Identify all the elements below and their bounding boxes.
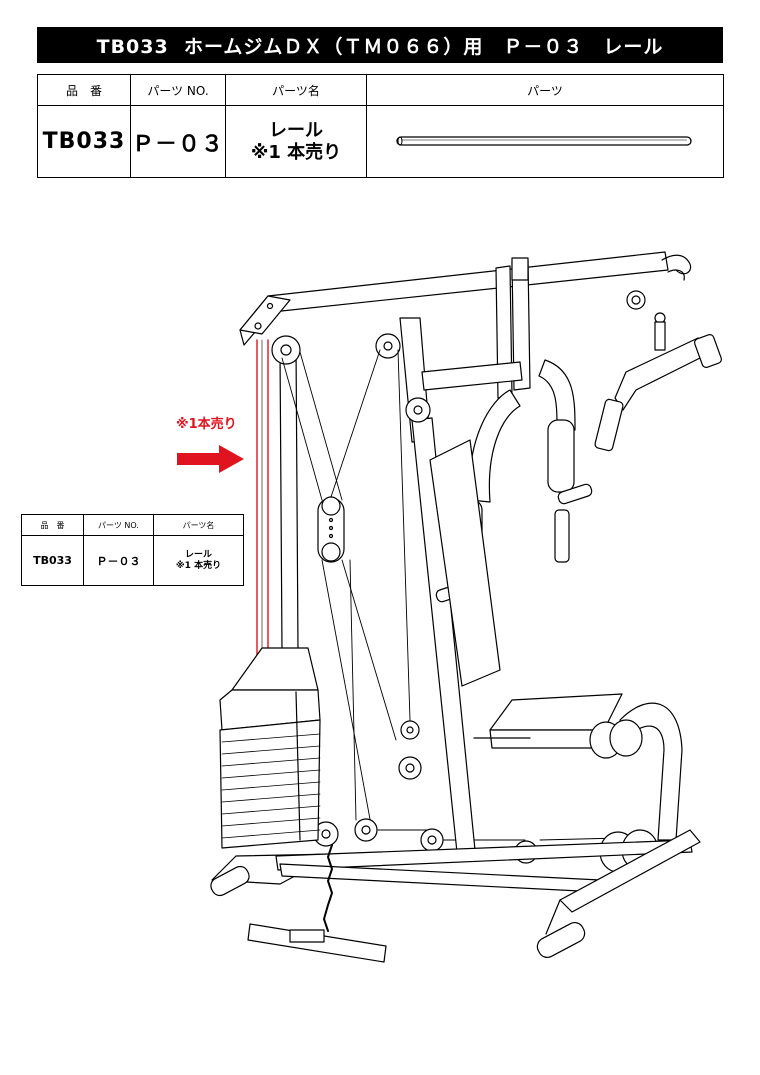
header-part-name: パーツ名 [225,74,367,106]
cell-part-no: Ｐ－０３ [130,105,226,178]
guide-rail-highlight [256,339,269,669]
red-arrow-icon [177,445,244,473]
top-hook [626,254,692,351]
chain-handle [247,844,387,963]
callout-name-line1: レール [184,550,212,561]
cell-part-image [366,105,724,178]
callout-header-row: 品 番 パーツ NO. パーツ名 [21,514,244,536]
base-frame [210,829,701,958]
cell-part-name: レール ※1 本売り [225,105,367,178]
lat-bar [594,334,723,452]
page-title: TB033 ホームジムＤＸ（ＴＭ０６６）用 Ｐ－０３ レール [37,27,723,63]
rail-part-illustration [396,136,692,146]
part-name-line1: レール [269,119,323,141]
callout-cell-part-name: レール ※1 本売り [153,535,244,586]
weight-stack [219,647,321,849]
parts-table: 品 番 パーツ NO. パーツ名 パーツ TB033 Ｐ－０３ レール ※1 本… [37,74,724,178]
callout-table: 品 番 パーツ NO. パーツ名 TB033 Ｐ－０３ レール ※1 本売り [21,514,244,586]
backrest [429,439,501,687]
callout-note: ※1本売り [176,417,237,432]
center-column [399,317,477,863]
callout-cell-item: TB033 [21,535,84,586]
seat [473,693,623,749]
cables [281,349,621,841]
part-name-line2: ※1 本売り [250,141,342,163]
top-beam [239,251,669,346]
table-header-row: 品 番 パーツ NO. パーツ名 パーツ [37,74,724,106]
cell-item-code: TB033 [37,105,131,178]
callout-cell-part-no: Ｐ－０３ [83,535,154,586]
callout-name-line2: ※1 本売り [175,560,222,571]
callout-row: TB033 Ｐ－０３ レール ※1 本売り [21,535,244,586]
floating-pulley [317,496,345,563]
table-row: TB033 Ｐ－０３ レール ※1 本売り [37,105,724,178]
